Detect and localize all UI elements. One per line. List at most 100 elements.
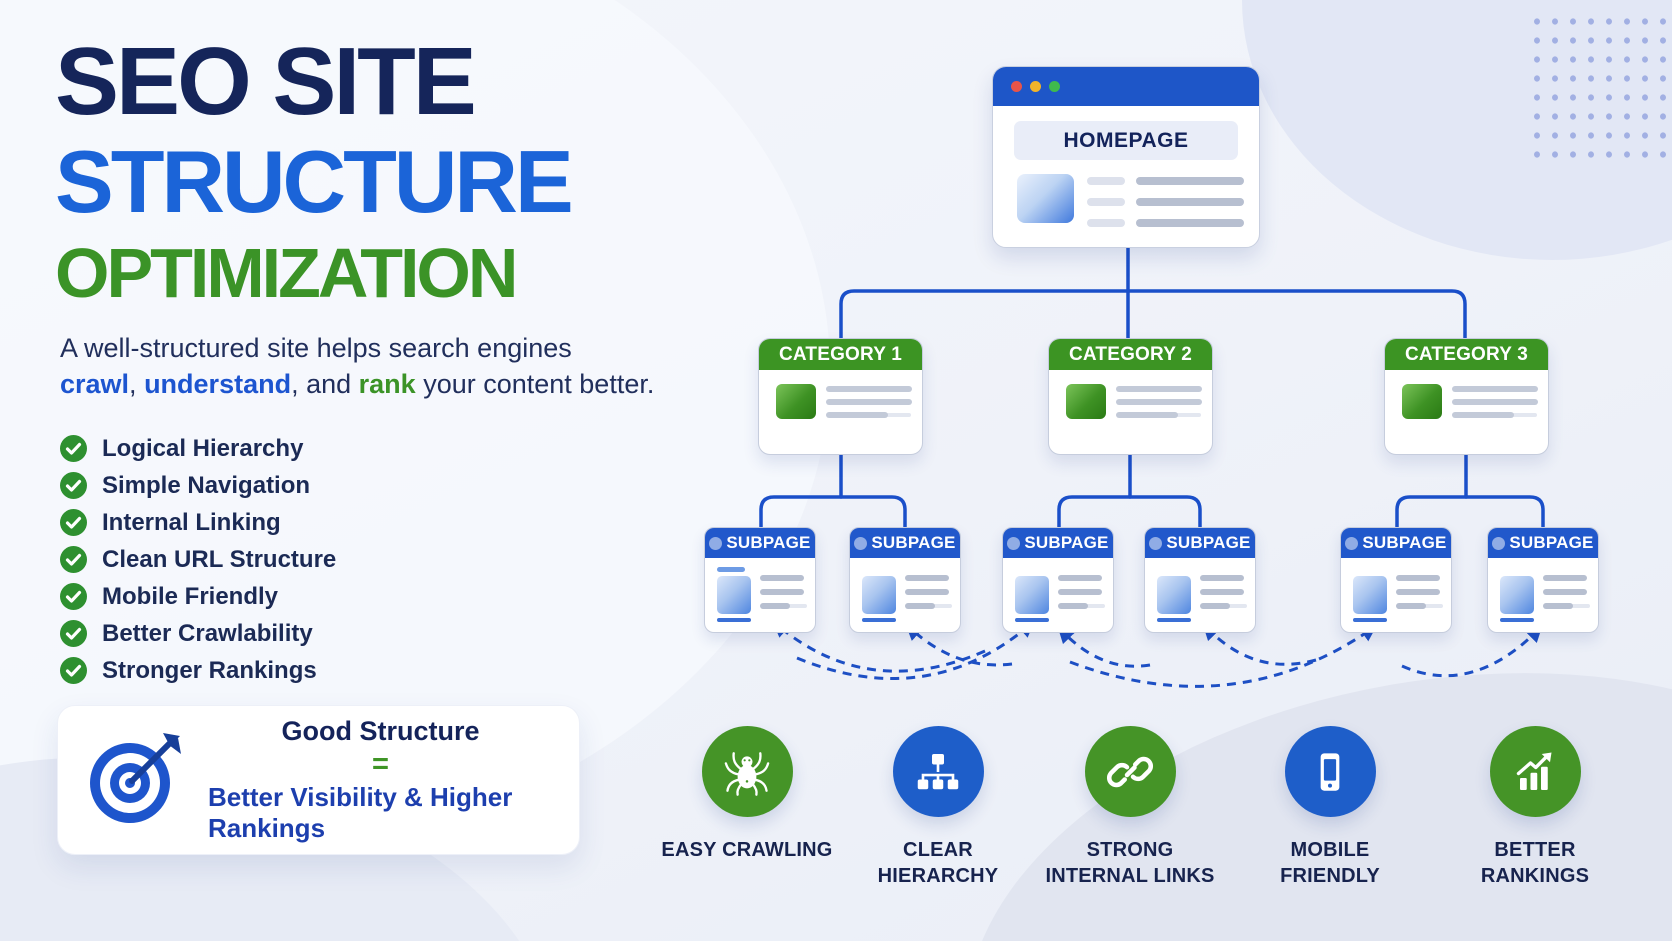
subpage-label-text: SUBPAGE [1024, 533, 1109, 552]
benefit-strong-internal-links: STRONG INTERNAL LINKS [1035, 726, 1225, 890]
homepage-label: HOMEPAGE [1014, 121, 1238, 160]
title-line-3: OPTIMIZATION [55, 234, 518, 312]
subpage-label: SUBPAGE [1341, 528, 1451, 558]
subpage-content-placeholder [850, 558, 960, 622]
equals-sign: = [372, 748, 389, 781]
subpage-label-text: SUBPAGE [726, 533, 811, 552]
check-icon [60, 657, 87, 684]
checklist-item: Better Crawlability [60, 615, 336, 652]
checklist-item-label: Better Crawlability [102, 619, 313, 647]
image-placeholder [1500, 576, 1534, 614]
benefit-label-line: INTERNAL LINKS [1045, 865, 1215, 888]
subtitle: A well-structured site helps search engi… [60, 330, 680, 403]
text-placeholder-lines [905, 567, 949, 622]
summary-card: Good Structure = Better Visibility & Hig… [57, 705, 580, 855]
browser-titlebar [993, 67, 1259, 106]
favicon-icon [1007, 536, 1021, 550]
benefit-label-line: RANKINGS [1480, 865, 1590, 888]
check-icon [60, 435, 87, 462]
homepage-content-placeholder [1017, 174, 1259, 227]
subpage-content-placeholder [705, 558, 815, 622]
image-placeholder [1015, 576, 1049, 614]
checklist-item: Simple Navigation [60, 467, 336, 504]
benefit-badge [701, 726, 793, 817]
text-placeholder-lines [826, 384, 912, 419]
category-content-placeholder [759, 370, 922, 419]
subpage-label: SUBPAGE [1145, 528, 1255, 558]
benefit-better-rankings: BETTER RANKINGS [1440, 726, 1630, 890]
text-placeholder-lines [1058, 567, 1102, 622]
subpage-card: SUBPAGE [1487, 527, 1599, 633]
subpage-card: SUBPAGE [1340, 527, 1452, 633]
text-placeholder-lines [1543, 567, 1587, 622]
benefit-label-line: HIERARCHY [877, 865, 999, 888]
checklist-item: Mobile Friendly [60, 578, 336, 615]
benefit-label: CLEAR HIERARCHY [878, 837, 999, 890]
subtitle-sep: , and [291, 369, 359, 400]
checklist-item-label: Mobile Friendly [102, 582, 279, 610]
window-control-maximize-icon [1049, 81, 1060, 92]
image-placeholder [1066, 384, 1106, 419]
text-placeholder-lines [1087, 174, 1244, 227]
subpage-label-text: SUBPAGE [1362, 533, 1447, 552]
target-icon [90, 733, 181, 823]
benefit-badge [1489, 726, 1581, 817]
image-placeholder [1353, 576, 1387, 614]
subpage-label: SUBPAGE [850, 528, 960, 558]
check-icon [60, 509, 87, 536]
text-placeholder-lines [1116, 384, 1202, 419]
benefit-label: STRONG INTERNAL LINKS [1045, 837, 1214, 890]
checklist-item-label: Stronger Rankings [102, 656, 317, 684]
keyword-understand: understand [144, 369, 292, 400]
text-placeholder-lines [1200, 567, 1244, 622]
subpage-card: SUBPAGE [1002, 527, 1114, 633]
spider-icon [724, 751, 770, 796]
subpage-content-placeholder [1145, 558, 1255, 622]
image-placeholder [776, 384, 816, 419]
category-label: CATEGORY 3 [1385, 339, 1548, 370]
image-placeholder [1402, 384, 1442, 419]
checklist-item: Clean URL Structure [60, 541, 336, 578]
text-placeholder-lines [1396, 567, 1440, 622]
category-card: CATEGORY 3 [1384, 338, 1549, 455]
homepage-card: HOMEPAGE [992, 66, 1260, 248]
subtitle-line1: A well-structured site helps search engi… [60, 333, 572, 363]
subpage-label: SUBPAGE [1488, 528, 1598, 558]
subpage-card: SUBPAGE [1144, 527, 1256, 633]
image-placeholder [717, 576, 751, 614]
text-placeholder-lines [760, 567, 804, 622]
benefit-label-line: EASY CRAWLING [661, 839, 833, 861]
image-placeholder [1017, 174, 1074, 223]
keyword-crawl: crawl [60, 369, 130, 400]
category-content-placeholder [1049, 370, 1212, 419]
subpage-label: SUBPAGE [1003, 528, 1113, 558]
subpage-label-text: SUBPAGE [871, 533, 956, 552]
benefit-label-line: STRONG [1086, 839, 1174, 861]
benefit-label-line: FRIENDLY [1280, 865, 1380, 888]
smartphone-icon [1320, 752, 1340, 791]
subpage-label-text: SUBPAGE [1166, 533, 1251, 552]
benefit-easy-crawling: EASY CRAWLING [652, 726, 842, 863]
benefit-label-line: BETTER [1494, 839, 1576, 861]
benefit-label: MOBILE FRIENDLY [1280, 837, 1380, 890]
subpage-content-placeholder [1341, 558, 1451, 622]
benefit-label-line: CLEAR [903, 839, 973, 861]
checklist-item-label: Simple Navigation [102, 471, 311, 499]
benefit-badge [1284, 726, 1376, 817]
favicon-icon [1345, 536, 1359, 550]
benefit-mobile-friendly: MOBILE FRIENDLY [1235, 726, 1425, 890]
category-label: CATEGORY 2 [1049, 339, 1212, 370]
benefits-checklist: Logical Hierarchy Simple Navigation Inte… [60, 430, 336, 689]
subpage-content-placeholder [1003, 558, 1113, 622]
subpage-label: SUBPAGE [705, 528, 815, 558]
page-title: SEO SITE STRUCTURE OPTIMIZATION [55, 34, 574, 312]
check-icon [60, 583, 87, 610]
benefit-label-line: MOBILE [1290, 839, 1370, 861]
favicon-icon [709, 536, 723, 550]
window-control-minimize-icon [1030, 81, 1041, 92]
subpage-label-text: SUBPAGE [1509, 533, 1594, 552]
image-placeholder [1157, 576, 1191, 614]
link-icon [1107, 756, 1153, 787]
checklist-item-label: Logical Hierarchy [102, 434, 304, 462]
